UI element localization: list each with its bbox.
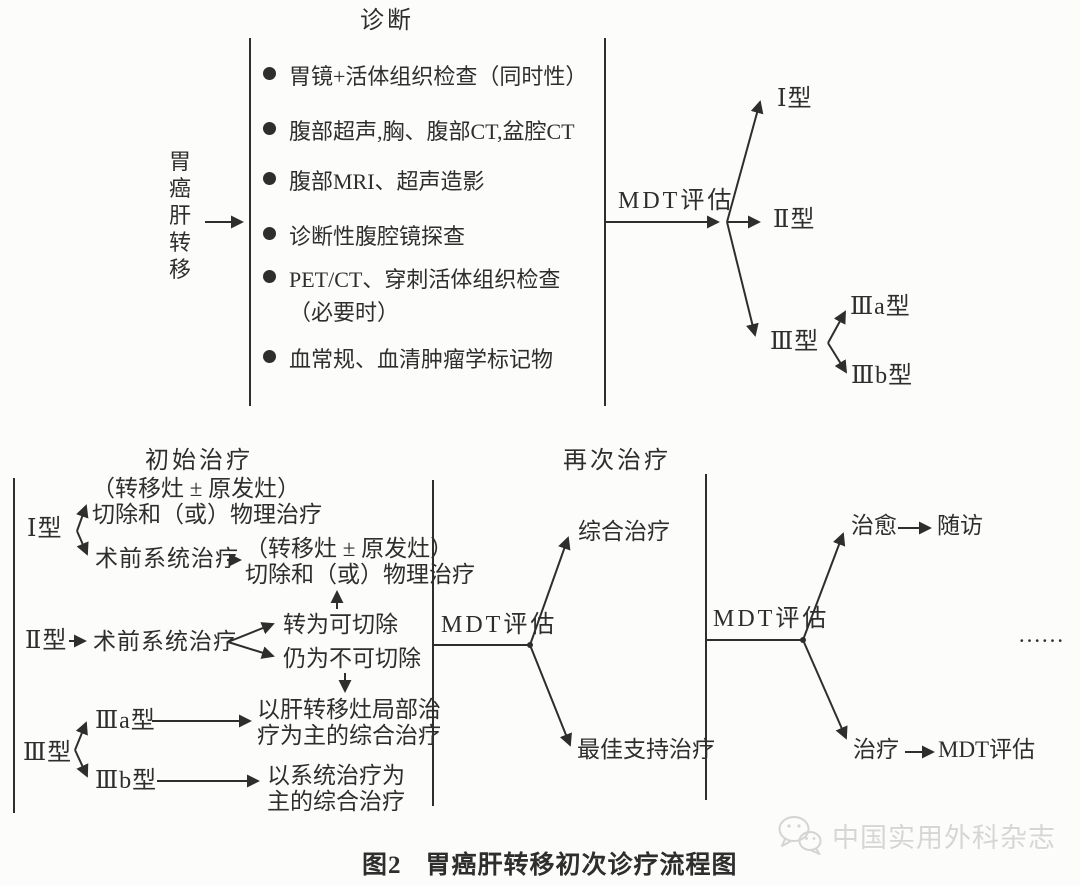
preop-systemic-therapy-2: 术前系统治疗 xyxy=(93,629,237,654)
type-ii-label: Ⅱ型 xyxy=(773,207,816,233)
figure-title: 胃癌肝转移初次诊疗流程图 xyxy=(425,852,738,879)
bullet-icon xyxy=(263,350,276,363)
bullet-item: 腹部MRI、超声造影 xyxy=(263,165,485,198)
figure-caption: 图2 胃癌肝转移初次诊疗流程图 xyxy=(362,845,738,881)
type-iiib-label: Ⅲb型 xyxy=(95,768,158,794)
type-i-label: Ⅰ型 xyxy=(27,516,63,542)
mdt-evaluation-next-label: MDT评估 xyxy=(938,737,1036,762)
mdt-evaluation-label-right: MDT评估 xyxy=(713,606,830,632)
type-iiia-label: Ⅲa型 xyxy=(850,294,911,320)
bullet-item: 诊断性腹腔镜探查 xyxy=(263,220,465,253)
convertible-resectable-label: 转为可切除 xyxy=(283,612,398,637)
bullet-text: 诊断性腹腔镜探查 xyxy=(289,224,466,249)
preop-systemic-therapy-1: 术前系统治疗 xyxy=(95,546,239,571)
resection-after-systemic: （转移灶 ± 原发灶） 切除和（或）物理治疗 xyxy=(245,536,475,587)
bullet-item: PET/CT、穿刺活体组织检查 （必要时） xyxy=(263,263,560,329)
bullet-text: 腹部超声,胸、腹部CT,盆腔CT xyxy=(289,119,575,144)
bullet-text: 血常规、血清肿瘤学标记物 xyxy=(289,347,554,372)
bullet-text: 胃镜+活体组织检查（同时性） xyxy=(289,64,588,89)
bullet-item: 胃镜+活体组织检查（同时性） xyxy=(263,60,587,93)
best-supportive-care-label: 最佳支持治疗 xyxy=(577,737,715,762)
type-iii-label: Ⅲ型 xyxy=(23,740,73,766)
journal-watermark-text: 中国实用外科杂志 xyxy=(832,822,1056,853)
figure-number: 图2 xyxy=(362,852,402,879)
bullet-icon xyxy=(263,270,276,283)
type-i-label: Ⅰ型 xyxy=(777,86,813,112)
bullet-text: PET/CT、穿刺活体组织检查 （必要时） xyxy=(289,267,561,325)
local-therapy-comprehensive: 以肝转移灶局部治 疗为主的综合治疗 xyxy=(257,697,441,748)
bullet-icon xyxy=(263,227,276,240)
diagnosis-title: 诊断 xyxy=(360,8,414,34)
retreatment-title: 再次治疗 xyxy=(563,448,671,474)
systemic-therapy-comprehensive: 以系统治疗为 主的综合治疗 xyxy=(267,763,405,814)
treat-label: 治疗 xyxy=(853,737,899,762)
type-iii-label: Ⅲ型 xyxy=(770,329,820,355)
bullet-item: 血常规、血清肿瘤学标记物 xyxy=(263,343,553,376)
journal-watermark: 中国实用外科杂志 xyxy=(776,814,1056,856)
bullet-icon xyxy=(263,172,276,185)
type-iiia-label: Ⅲa型 xyxy=(95,708,156,734)
followup-label: 随访 xyxy=(937,513,983,538)
mdt-evaluation-label-mid: MDT评估 xyxy=(441,612,558,638)
type-i-option-resection: （转移灶 ± 原发灶） 切除和（或）物理治疗 xyxy=(92,476,322,527)
source-label: 胃癌肝转移 xyxy=(168,149,191,282)
mdt-evaluation-label: MDT评估 xyxy=(618,188,735,214)
type-ii-label: Ⅱ型 xyxy=(25,628,68,654)
cured-label: 治愈 xyxy=(851,513,897,538)
bullet-icon xyxy=(263,67,276,80)
bullet-text: 腹部MRI、超声造影 xyxy=(289,169,485,194)
comprehensive-treatment-label: 综合治疗 xyxy=(578,519,670,544)
bullet-item: 腹部超声,胸、腹部CT,盆腔CT xyxy=(263,115,575,148)
bullet-icon xyxy=(263,122,276,135)
still-unresectable-label: 仍为不可切除 xyxy=(283,646,421,671)
ellipsis-label: …… xyxy=(1018,622,1064,647)
type-iiib-label: Ⅲb型 xyxy=(851,363,914,389)
wechat-logo-icon xyxy=(778,816,822,855)
initial-treatment-title: 初始治疗 xyxy=(145,448,253,474)
